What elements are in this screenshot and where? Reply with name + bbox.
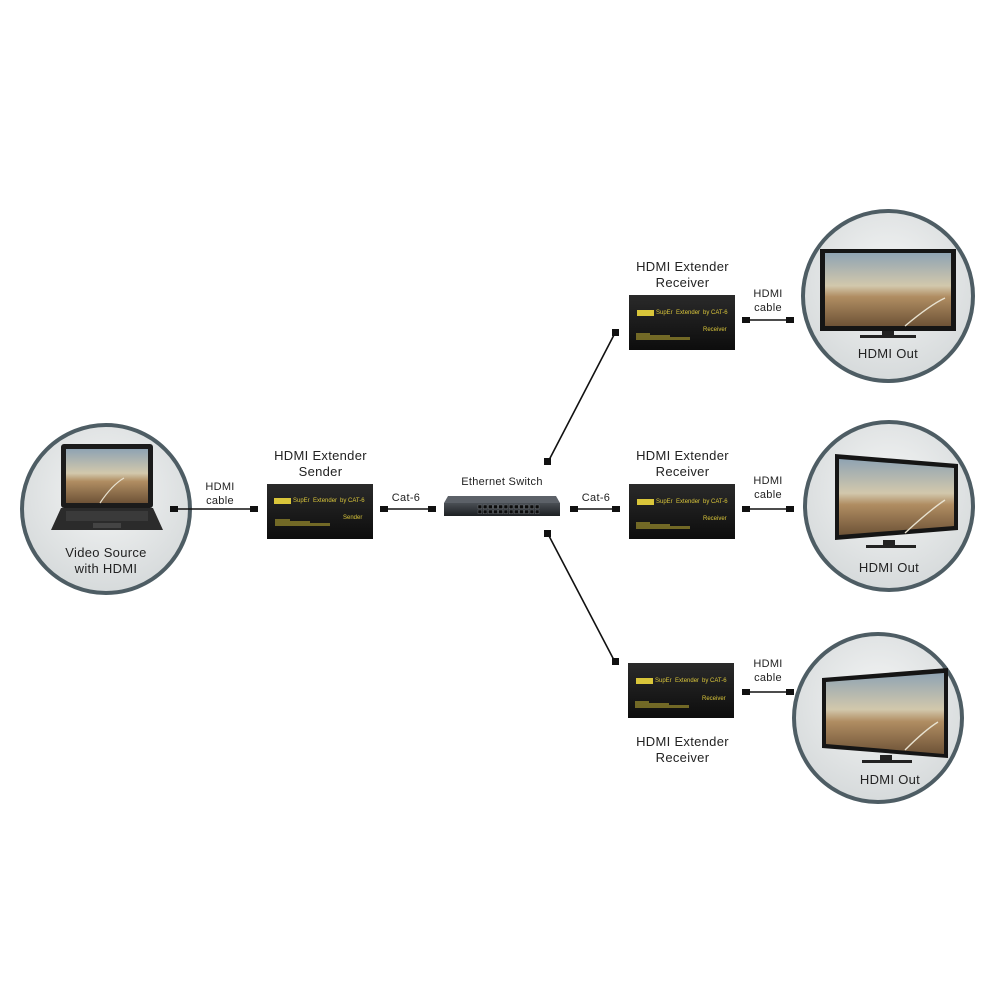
switch-port — [477, 509, 482, 514]
receiver-3-brand: SupEr Extender — [655, 678, 700, 684]
tv-icon — [820, 249, 956, 338]
source-label: Video Source with HDMI — [46, 545, 166, 577]
hdmi-logo-icon — [274, 498, 291, 504]
switch-port — [488, 509, 493, 514]
receiver-box-3 — [628, 663, 734, 718]
sender-box-brand: SupEr Extender — [293, 498, 338, 504]
receiver-2-role: Receiver — [703, 516, 727, 522]
cable-connectors — [170, 317, 794, 695]
receiver-device-3 — [628, 663, 734, 718]
receiver-device-1 — [629, 295, 735, 350]
receiver-3-by: by CAT-6 — [702, 678, 727, 684]
cables — [176, 319, 790, 693]
output-label-1: HDMI Out — [857, 346, 919, 361]
switch-port — [488, 504, 493, 509]
tv-icon — [835, 454, 958, 548]
receiver-3-role: Receiver — [702, 696, 726, 702]
hdmi-cable-label-line1: HDMI — [205, 481, 235, 493]
switch-port — [503, 509, 508, 514]
switch-port — [503, 504, 508, 509]
source-label-line2: with HDMI — [74, 561, 138, 576]
sender-title-line2: Sender — [298, 464, 343, 479]
switch-port — [498, 509, 503, 514]
switch-port — [483, 509, 488, 514]
sender-box — [267, 484, 373, 539]
output-node-1 — [801, 209, 975, 383]
switch-port — [529, 504, 534, 509]
cat6-cable-receiver-1 — [547, 332, 616, 463]
video-source-node — [20, 423, 192, 595]
switch-port — [509, 504, 514, 509]
switch-port — [493, 509, 498, 514]
sender-level-bar — [275, 519, 330, 526]
switch-port — [483, 504, 488, 509]
ethernet-switch — [444, 496, 560, 516]
switch-port — [519, 504, 524, 509]
switch-port — [524, 509, 529, 514]
receiver-1-by: by CAT-6 — [703, 310, 728, 316]
receiver-box-1 — [629, 295, 735, 350]
receiver-box-2 — [629, 484, 735, 539]
receiver-2-by: by CAT-6 — [703, 499, 728, 505]
receiver-title-2: HDMI Extender Receiver — [636, 448, 729, 479]
sender-box-role: Sender — [343, 515, 363, 521]
receiver-2-brand: SupEr Extender — [656, 499, 701, 505]
cat6-label-sender: Cat-6 — [391, 492, 421, 504]
hdmi-cable-label-source: HDMI cable — [190, 480, 250, 508]
switch-port — [529, 509, 534, 514]
laptop-icon — [51, 444, 163, 530]
switch-port — [519, 509, 524, 514]
switch-ports — [477, 504, 540, 514]
switch-port — [524, 504, 529, 509]
receiver-1-role: Receiver — [703, 327, 727, 333]
source-label-line1: Video Source — [65, 545, 147, 560]
hdmi-logo-icon — [637, 499, 654, 505]
switch-port — [514, 509, 519, 514]
receiver-device-2 — [629, 484, 735, 539]
receiver-1-brand: SupEr Extender — [656, 310, 701, 316]
switch-port — [477, 504, 482, 509]
cat6-cable-receiver-3 — [547, 533, 616, 663]
tv-icon — [822, 668, 948, 763]
cat6-label-receiver: Cat-6 — [581, 492, 611, 504]
switch-label: Ethernet Switch — [461, 476, 543, 488]
sender-title: HDMI Extender Sender — [248, 448, 393, 480]
hdmi-cable-label-line2: cable — [206, 495, 234, 507]
switch-port — [535, 509, 540, 514]
output-node-3 — [792, 632, 964, 804]
hdmi-logo-icon — [637, 310, 654, 316]
switch-port — [514, 504, 519, 509]
switch-port — [509, 509, 514, 514]
switch-port — [493, 504, 498, 509]
switch-port — [498, 504, 503, 509]
hdmi-logo-icon — [636, 678, 653, 684]
output-label-3: HDMI Out — [859, 772, 921, 787]
receiver-title-1: HDMI Extender Receiver — [636, 259, 729, 290]
output-label-2: HDMI Out — [858, 560, 920, 575]
sender-box-by: by CAT-6 — [340, 498, 365, 504]
output-node-2 — [803, 420, 975, 592]
sender-device — [267, 484, 373, 539]
receiver-title-3: HDMI Extender Receiver — [636, 734, 729, 765]
sender-title-line1: HDMI Extender — [274, 448, 367, 463]
switch-port — [535, 504, 540, 509]
